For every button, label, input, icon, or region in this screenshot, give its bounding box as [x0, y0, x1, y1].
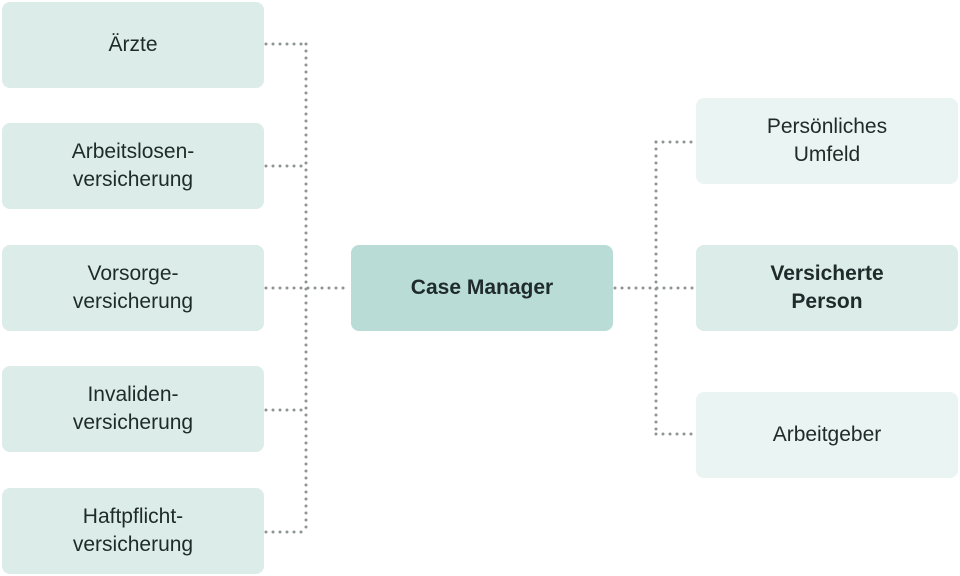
node-case-manager: Case Manager: [351, 245, 613, 331]
node-arbeitslosenversicherung: Arbeitslosen- versicherung: [2, 123, 264, 209]
node-haftpflichtversicherung: Haftpflicht- versicherung: [2, 488, 264, 574]
node-persoenliches-umfeld: Persönliches Umfeld: [696, 98, 958, 184]
node-label: Vorsorge- versicherung: [72, 262, 194, 313]
node-arbeitgeber: Arbeitgeber: [696, 392, 958, 478]
node-label: Arbeitgeber: [772, 423, 882, 446]
node-label: Ärzte: [108, 33, 158, 56]
node-label: Haftpflicht- versicherung: [72, 505, 194, 556]
node-invalidenversicherung: Invaliden- versicherung: [2, 366, 264, 452]
node-label: Arbeitslosen- versicherung: [71, 140, 195, 191]
node-label: Versicherte Person: [770, 262, 884, 313]
node-label: Persönliches Umfeld: [766, 115, 888, 166]
node-vorsorgeversicherung: Vorsorge- versicherung: [2, 245, 264, 331]
node-label: Invaliden- versicherung: [72, 383, 194, 434]
node-versicherte-person: Versicherte Person: [696, 245, 958, 331]
node-label: Case Manager: [410, 276, 554, 299]
node-aerzte: Ärzte: [2, 2, 264, 88]
